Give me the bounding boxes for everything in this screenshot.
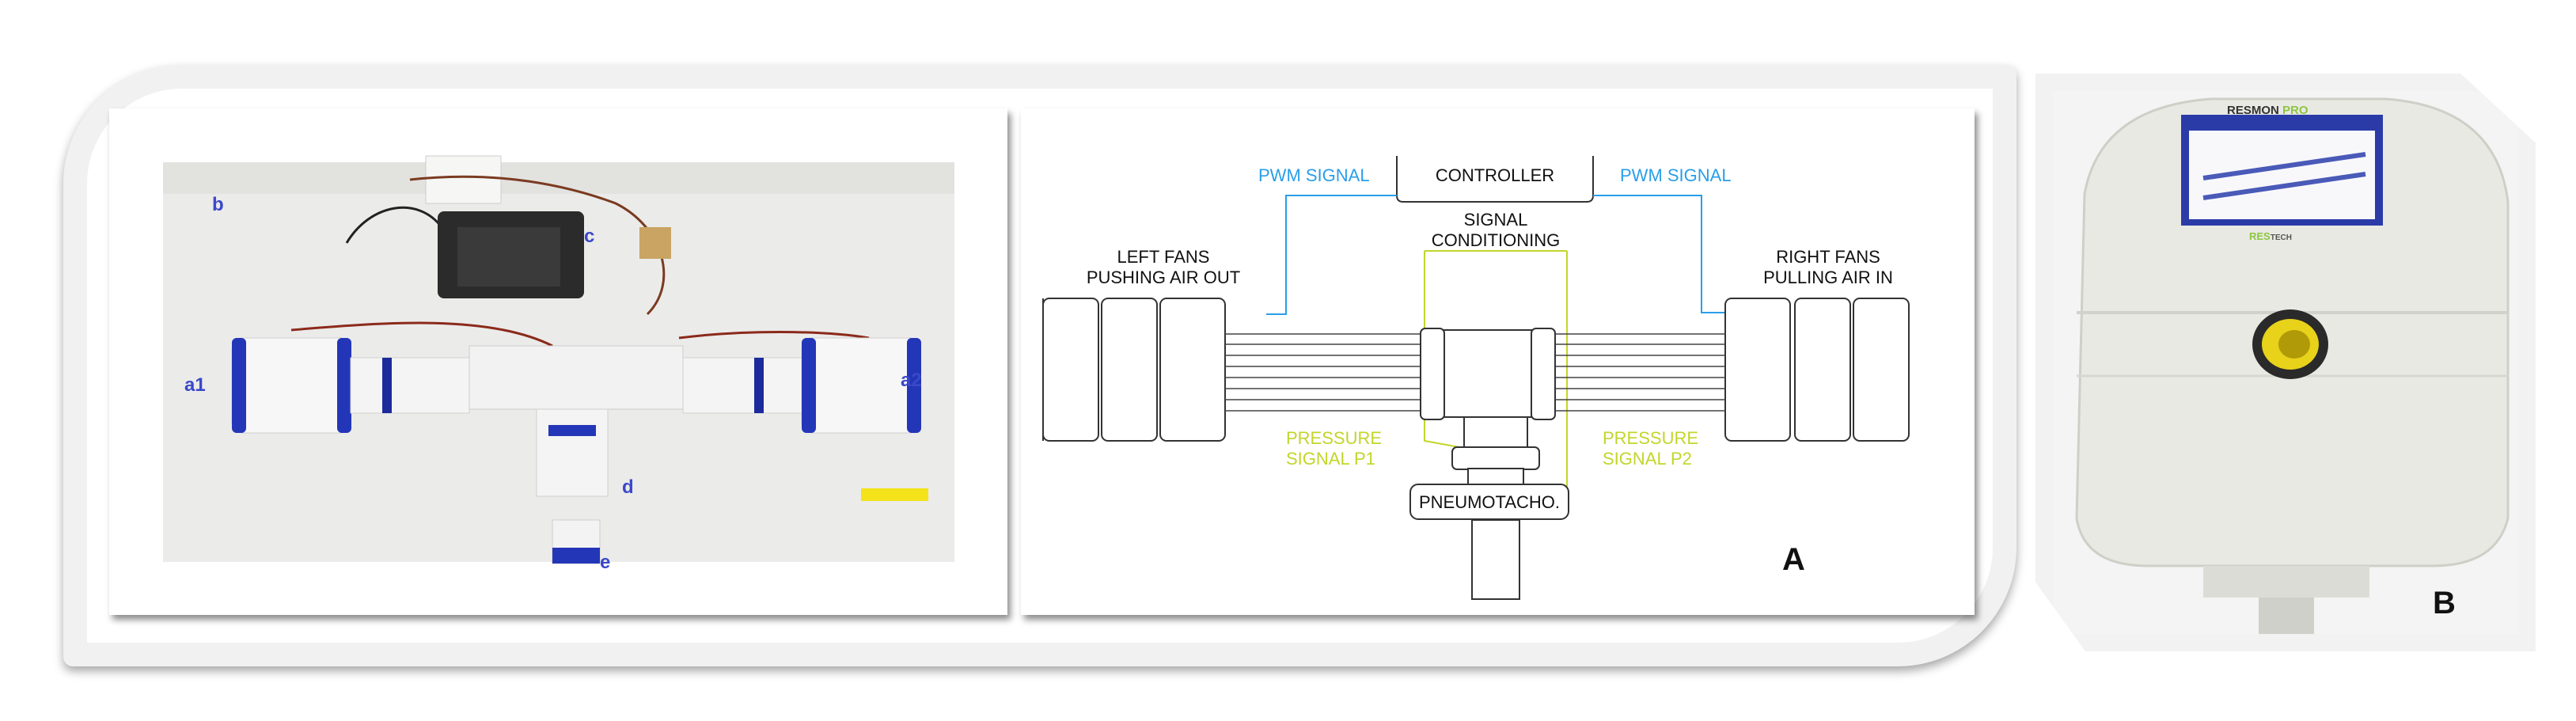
label-e: e: [600, 552, 611, 573]
right-fans-line2: PULLING AIR IN: [1763, 268, 1893, 287]
restech-logo-res: RES: [2249, 230, 2271, 242]
left-fans: [1042, 298, 1226, 442]
signal-conditioning-label: SIGNAL CONDITIONING: [1405, 210, 1587, 251]
label-d: d: [622, 476, 634, 498]
controller-label: CONTROLLER: [1435, 165, 1555, 185]
pwm-left-line: [1266, 195, 1397, 315]
pressure-p2-line2: SIGNAL P2: [1603, 449, 1692, 469]
label-b: b: [212, 194, 224, 215]
pressure-p1-line1: PRESSURE: [1286, 428, 1383, 448]
pressure-p1-line2: SIGNAL P1: [1286, 449, 1375, 469]
right-fans-label: RIGHT FANS PULLING AIR IN: [1737, 247, 1919, 288]
controller-box: [1396, 156, 1594, 203]
device-brand-name: RESMON: [2227, 104, 2279, 117]
label-a1: a1: [184, 374, 206, 396]
schematic-diagram: [1042, 156, 1910, 600]
pressure-p2-label: PRESSURE SIGNAL P2: [1603, 428, 1698, 469]
resmon-pro-device: [2053, 91, 2518, 634]
pneumotacho-label: PNEUMOTACHO.: [1418, 492, 1561, 512]
pressure-p1-label: PRESSURE SIGNAL P1: [1286, 428, 1382, 469]
restech-logo: RESTECH: [2249, 230, 2292, 242]
left-fans-line2: PUSHING AIR OUT: [1086, 268, 1241, 287]
label-a2: a2: [901, 370, 922, 391]
right-fans: [1724, 298, 1910, 442]
pressure-p2-line1: PRESSURE: [1603, 428, 1699, 448]
restech-logo-tech: TECH: [2270, 233, 2292, 242]
pwm-right-line: [1593, 195, 1725, 313]
panel-letter-b: B: [2433, 586, 2456, 620]
prototype-photo-panel: b c a1 a2 d e: [109, 108, 1007, 615]
label-c: c: [584, 226, 595, 247]
device-brand-accent: PRO: [2282, 104, 2309, 117]
panel-letter-a: A: [1782, 542, 1805, 577]
prototype-photo: [109, 108, 1007, 615]
pneumotacho-box: [1409, 484, 1569, 520]
pwm-signal-right-label: PWM SIGNAL: [1620, 165, 1732, 185]
signal-conditioning-line1: SIGNAL: [1463, 210, 1528, 230]
right-fans-line1: RIGHT FANS: [1776, 247, 1880, 267]
device-photo-panel: RESMON PRO RESTECH B: [2035, 74, 2536, 651]
t-connector: [1420, 328, 1556, 600]
schematic-diagram-panel: CONTROLLER SIGNAL CONDITIONING PWM SIGNA…: [1021, 108, 1975, 615]
left-fans-line1: LEFT FANS: [1117, 247, 1210, 267]
device-brand: RESMON PRO: [2227, 104, 2309, 117]
pwm-signal-left-label: PWM SIGNAL: [1258, 165, 1370, 185]
signal-conditioning-line2: CONDITIONING: [1431, 230, 1561, 250]
left-fans-label: LEFT FANS PUSHING AIR OUT: [1068, 247, 1258, 288]
